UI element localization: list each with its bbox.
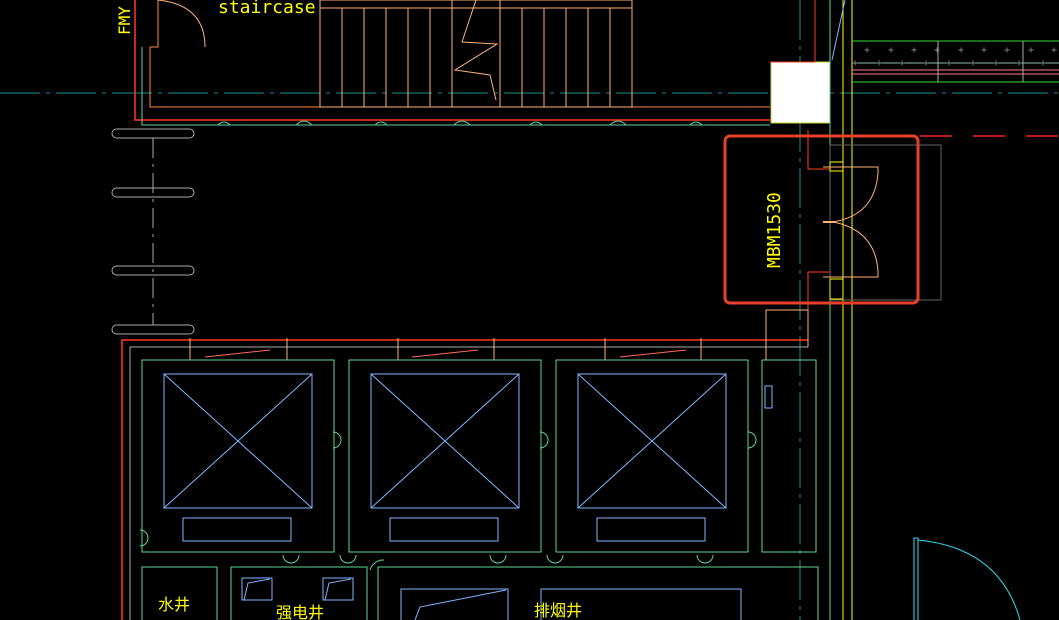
- fire-door-label: FMY: [115, 6, 134, 35]
- svg-text:+: +: [923, 58, 929, 69]
- svg-text:+: +: [993, 58, 999, 69]
- elevator-core: [121, 309, 817, 620]
- svg-text:+: +: [970, 58, 976, 69]
- break-line: [453, 0, 499, 101]
- svg-text:+: +: [934, 45, 940, 56]
- svg-text:+: +: [946, 58, 952, 69]
- svg-text:+: +: [981, 45, 987, 56]
- svg-text:+: +: [911, 45, 917, 56]
- svg-text:+: +: [1051, 45, 1057, 56]
- stair-treads: [341, 0, 611, 107]
- elevator-shaft-2: [348, 359, 542, 553]
- svg-text:+: +: [852, 58, 858, 69]
- svg-text:+: +: [1016, 58, 1022, 69]
- svg-text:+: +: [888, 45, 894, 56]
- svg-text:+: +: [864, 45, 870, 56]
- selection-highlight[interactable]: [723, 134, 920, 305]
- corridor-strip: + + + + + + + + + + + + + + + + + +: [852, 40, 1059, 83]
- electric-shaft-label: 强电井: [276, 603, 324, 620]
- svg-text:+: +: [958, 45, 964, 56]
- door-tag-label: MBM1530: [764, 192, 785, 268]
- right-walls: [770, 0, 853, 620]
- water-shaft-label: 水井: [158, 595, 190, 614]
- svg-text:+: +: [1004, 45, 1010, 56]
- svg-text:+: +: [1040, 58, 1046, 69]
- elevator-shaft-1: [141, 359, 335, 553]
- staircase-room: [134, 0, 770, 126]
- svg-text:+: +: [876, 58, 882, 69]
- column-marks: [111, 128, 195, 335]
- door-swing-arc: [157, 0, 206, 48]
- smoke-shaft-label: 排烟井: [534, 601, 582, 620]
- door-swing: [913, 537, 1021, 620]
- bottom-shafts: [141, 559, 831, 620]
- svg-text:+: +: [1028, 45, 1034, 56]
- staircase-label: staircase: [218, 0, 316, 18]
- double-door: [807, 130, 942, 310]
- elevator-shaft-3: [555, 359, 749, 553]
- column-block: [770, 61, 831, 124]
- svg-text:+: +: [899, 58, 905, 69]
